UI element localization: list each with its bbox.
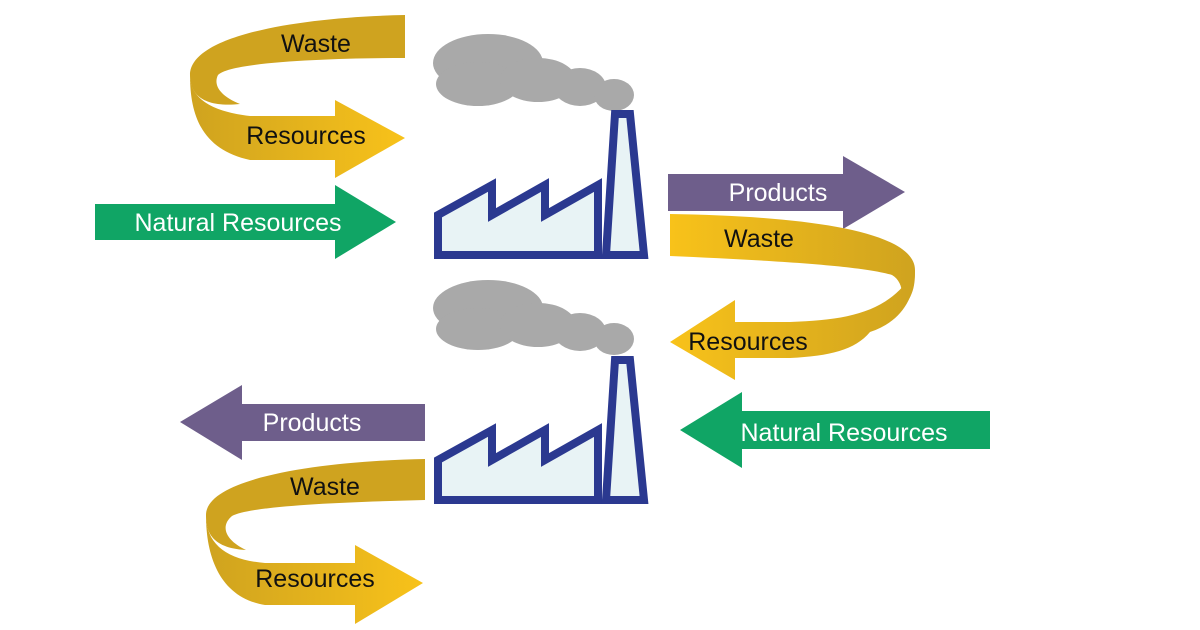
natural-resources-arrow-top [95,185,396,259]
bottom-factory [433,280,649,504]
bottom-left-recycle-loop [206,459,425,624]
smoke-cloud-icon [433,34,634,111]
top-factory [433,34,649,259]
resources-arrow-right [670,270,915,380]
waste-band-right [670,214,915,312]
products-label-top: Products [729,179,828,207]
waste-label-right: Waste [724,225,794,253]
products-arrow-top [668,156,905,229]
factory-building-icon [434,423,602,504]
waste-band-bottom-left [206,459,425,550]
waste-label-top-left: Waste [281,30,351,58]
waste-label-bottom-left: Waste [290,473,360,501]
resources-label-bottom-left: Resources [255,565,375,593]
smoke-cloud-icon [433,280,634,355]
factory-building-icon [434,178,602,259]
resources-arrow-bottom-left [206,515,423,624]
top-left-recycle-loop [190,15,405,178]
resources-label-top-left: Resources [246,122,366,150]
natural-resources-label-top: Natural Resources [134,209,341,237]
chimney-icon [601,110,649,259]
natural-resources-label-bottom: Natural Resources [740,419,947,447]
right-recycle-loop [670,214,915,380]
waste-band-top-left [190,15,405,105]
products-arrow-bottom [180,385,425,460]
resources-label-right: Resources [688,328,808,356]
products-label-bottom: Products [263,409,362,437]
chimney-icon [601,356,649,504]
natural-resources-arrow-bottom [680,392,990,468]
resources-arrow-top-left [190,75,405,178]
